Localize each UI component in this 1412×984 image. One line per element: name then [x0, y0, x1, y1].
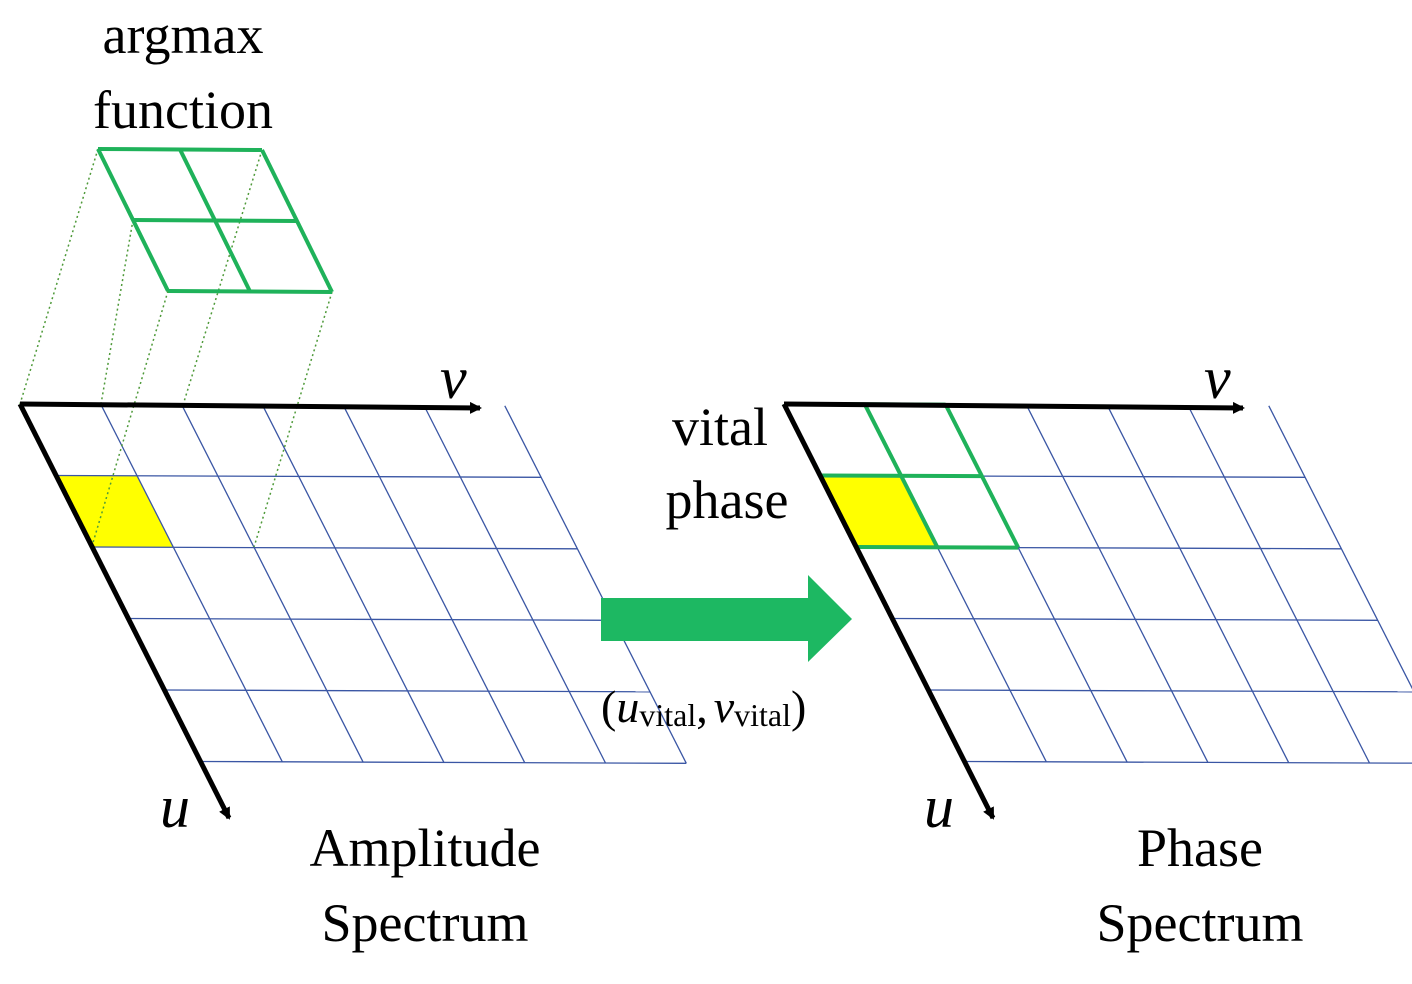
transfer-arrow [601, 575, 852, 662]
formula-close-paren: ) [791, 681, 806, 732]
amplitude-label-line1: Amplitude [310, 818, 541, 878]
phase-grid [820, 404, 1412, 764]
amplitude-grid-col-line [423, 405, 607, 764]
projection-line [182, 149, 263, 406]
formula-v: v [714, 681, 735, 732]
argmax-kernel: argmax function [93, 5, 334, 294]
argmax-label-line1: argmax [103, 5, 264, 65]
u-axis-right [781, 402, 996, 820]
amplitude-grid-col-line [504, 405, 687, 764]
u-axis-left [17, 402, 232, 820]
formula-u: u [616, 681, 639, 732]
phase-label-line1: Phase [1137, 818, 1263, 878]
formula-u-subscript: vital [639, 697, 696, 733]
vital-phase-label-line2: phase [666, 470, 789, 530]
amplitude-grid-col-line [261, 404, 445, 763]
formula-v-subscript: vital [734, 697, 791, 733]
phase-spectrum-panel: v u vital phase Phase Spectrum [666, 345, 1412, 953]
amplitude-grid [56, 404, 687, 764]
projection-line [253, 291, 333, 548]
phase-kernel-line [943, 403, 1020, 549]
phase-grid-row-line [965, 760, 1412, 764]
vital-phase-label-line1: vital [672, 397, 768, 457]
argmax-label-line2: function [93, 80, 273, 140]
phase-label-line2: Spectrum [1097, 893, 1304, 953]
phase-grid-col-line [1268, 405, 1412, 690]
argmax-kernel-line [178, 148, 252, 293]
amplitude-grid-col-line [181, 404, 364, 763]
green-arrow-icon [601, 575, 852, 662]
projection-line [91, 290, 169, 547]
phase-grid-col-line [1025, 404, 1209, 763]
phase-grid-col-line [1187, 405, 1371, 764]
v-axis-right [783, 401, 1245, 414]
formula-open-paren: ( [601, 681, 616, 732]
projection-line [19, 148, 99, 405]
projection-lines [19, 148, 333, 548]
axis-label-v-left: v [440, 345, 467, 411]
amplitude-label-line2: Spectrum [322, 893, 529, 953]
argmax-kernel-line [96, 148, 170, 292]
axis-label-u-left: u [160, 774, 190, 840]
argmax-kernel-grid [96, 147, 334, 294]
phase-grid-col-line [1106, 404, 1290, 763]
axis-label-u-right: u [924, 774, 954, 840]
amplitude-grid-col-line [100, 404, 283, 763]
formula-comma: , [696, 681, 708, 732]
axis-label-v-right: v [1204, 345, 1231, 411]
argmax-kernel-line [260, 149, 334, 293]
phase-kernel-line [863, 403, 940, 549]
projection-line [100, 219, 134, 405]
amplitude-grid-col-line [342, 404, 526, 763]
v-axis-left [19, 401, 482, 414]
vital-coordinate-formula: (uvital,vvital) [601, 681, 806, 733]
amplitude-spectrum-panel: v u Amplitude Spectrum [17, 148, 687, 953]
